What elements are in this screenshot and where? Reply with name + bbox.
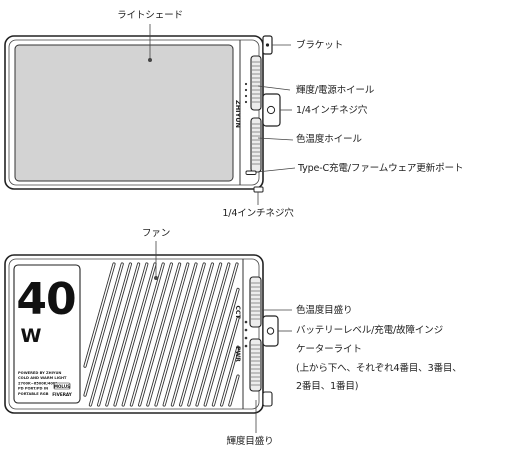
- brightness-scale-ticks: [251, 344, 260, 386]
- brightness-wheel-knurl: [252, 61, 260, 103]
- callout-bracket: ブラケット: [296, 40, 343, 51]
- vent-slot-highlight: [171, 263, 214, 406]
- vent-slot-highlight: [130, 263, 173, 406]
- front-leader-lines: [147, 24, 296, 205]
- vent-slot-highlight: [147, 263, 189, 406]
- callout-bottom-screw-hole: 1/4インチネジ穴: [222, 208, 294, 219]
- fine-print-line: COLD AND WARM LIGHT: [18, 376, 67, 380]
- front-brand-text: ZHIYUN: [234, 100, 242, 128]
- callout-color-temp-wheel: 色温度ホイール: [296, 134, 362, 145]
- fine-print-line: PORTABLE RGB: [18, 392, 49, 396]
- callout-color-temp-scale: 色温度目盛り: [296, 305, 353, 316]
- vent-slot-highlight: [122, 263, 164, 406]
- vent-slot-highlight: [229, 375, 239, 406]
- callout-indicator-line-2: ケーターライト: [296, 344, 362, 355]
- indicator-led: [244, 94, 248, 98]
- model-badge-frame: [53, 382, 71, 390]
- front-body-inner-rim: [8, 39, 260, 186]
- back-indicator-led: [244, 320, 248, 324]
- back-indicator-led: [244, 344, 248, 348]
- vent-slot-highlight: [84, 263, 123, 396]
- callout-typec-port: Type-C充電/ファームウェア更新ポート: [298, 163, 464, 174]
- brand-logo: FIVERAY: [52, 392, 73, 397]
- back-body-inner-rim: [8, 258, 260, 410]
- vent-slot-highlight: [106, 263, 148, 406]
- front-device: ZHIYUN: [4, 35, 281, 193]
- back-bracket: [262, 391, 273, 407]
- fine-print-line: PD PORT/PD IN: [18, 387, 48, 391]
- vent-slot-highlight: [179, 263, 222, 406]
- callout-light-shade: ライトシェード: [117, 10, 183, 21]
- color-temp-scale-ticks: [251, 282, 260, 320]
- pwr-side-label: PWR: [234, 346, 241, 362]
- vent-slot-highlight: [155, 263, 197, 406]
- vent-slot-highlight: [114, 263, 156, 406]
- cct-side-label: CCT: [234, 306, 241, 320]
- model-badge: MOLUS: [54, 384, 70, 389]
- side-screw-hole: [266, 105, 276, 115]
- brightness-power-wheel[interactable]: [250, 55, 262, 111]
- back-leader-lines: [153, 241, 292, 433]
- cooling-fan-vents: [83, 262, 240, 407]
- bottom-screw-hole-mount: [253, 186, 264, 193]
- callout-indicator-line-4: 2番目、1番目): [296, 381, 359, 392]
- color-temp-scale-wheel[interactable]: [249, 276, 262, 328]
- power-rating-unit: W: [21, 325, 42, 347]
- vent-slot-highlight: [220, 346, 239, 406]
- rating-label-panel: [13, 264, 81, 404]
- callout-indicator-line-3: (上から下へ、それぞれ4番目、3番目、: [296, 363, 462, 374]
- callout-brightness-scale: 輝度目盛り: [226, 436, 274, 447]
- fine-print-line: 2700K~6500K/40W: [18, 381, 57, 385]
- vent-slot-highlight: [212, 317, 239, 406]
- fine-print-line: POWERED BY ZHIYUN: [18, 371, 61, 375]
- color-temp-wheel-knurl: [252, 123, 260, 165]
- light-shade-panel: [14, 44, 234, 182]
- vent-slot-highlight: [84, 263, 115, 367]
- callout-brightness-power-wheel: 輝度/電源ホイール: [296, 85, 375, 96]
- indicator-led: [244, 88, 248, 92]
- vent-slot-highlight: [138, 263, 181, 406]
- vent-slot-highlight: [196, 263, 238, 406]
- vent-slot-highlight: [204, 288, 239, 406]
- callout-side-screw-hole: 1/4インチネジ穴: [296, 105, 368, 116]
- typec-port[interactable]: [245, 170, 257, 175]
- back-indicator-led: [244, 328, 248, 332]
- callout-fan: ファン: [141, 228, 171, 239]
- indicator-led: [244, 100, 248, 104]
- back-indicator-led: [244, 336, 248, 340]
- callout-indicator-line-1: バッテリーレベル/充電/故障インジ: [296, 325, 443, 336]
- back-mount-hole: [266, 327, 275, 335]
- indicator-led: [244, 82, 248, 86]
- power-rating-number: 40: [16, 274, 75, 325]
- bracket-hole: [265, 43, 270, 47]
- vent-slot-highlight: [97, 263, 140, 406]
- vent-slot-highlight: [89, 263, 132, 406]
- vent-slot-highlight: [188, 263, 230, 406]
- vent-slot-highlight: [163, 263, 205, 406]
